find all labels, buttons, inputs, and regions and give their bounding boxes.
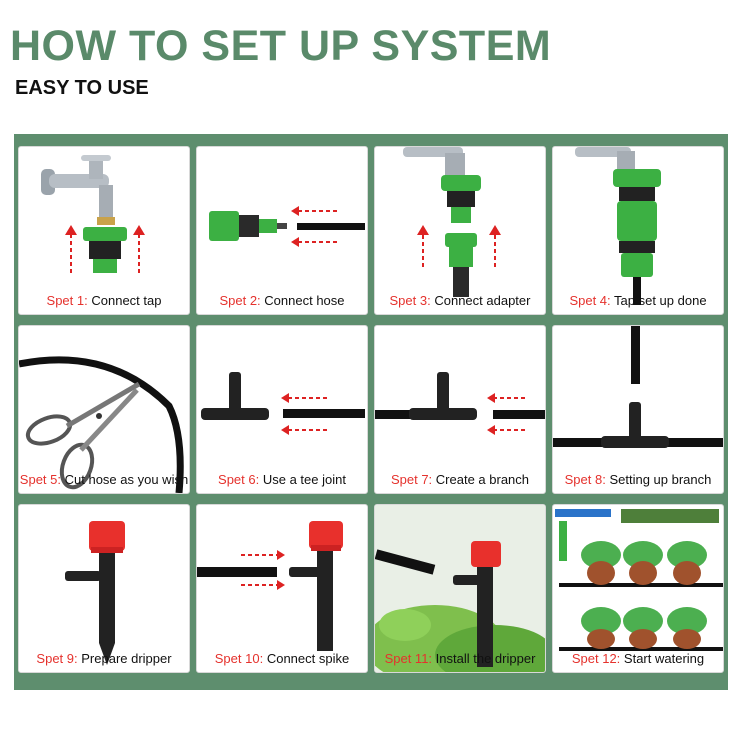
step-number: Spet 4:	[569, 293, 611, 308]
hose-connector-icon	[209, 206, 365, 247]
step-number: Spet 10:	[214, 651, 264, 666]
step-caption: Spet 4: Tap set up done	[553, 293, 723, 308]
tap-with-adapter-icon	[41, 155, 145, 273]
step-text: Tap set up done	[614, 293, 707, 308]
step-card-1: Spet 1: Connect tap	[18, 146, 190, 315]
step-number: Spet 11:	[384, 651, 433, 666]
step-number: Spet 7:	[390, 472, 433, 487]
step-number: Spet 12:	[571, 651, 621, 666]
step-text: Connect adapter	[434, 293, 531, 308]
step-number: Spet 5:	[19, 472, 61, 487]
step-text: Start watering	[623, 651, 705, 666]
spike-connect-icon	[197, 521, 343, 651]
step-caption: Spet 6: Use a tee joint	[197, 472, 367, 487]
step-card-6: Spet 6: Use a tee joint	[196, 325, 368, 494]
step-text: Setting up branch	[609, 472, 712, 487]
tee-setup-icon	[553, 326, 723, 448]
tee-joint-icon	[201, 372, 365, 435]
scissors-icon	[19, 356, 184, 493]
step-card-11: Spet 11: Install the dripper	[374, 504, 546, 673]
page-title: HOW TO SET UP SYSTEM	[10, 22, 552, 70]
step-caption: Spet 12: Start watering	[553, 651, 723, 666]
step-caption: Spet 1: Connect tap	[19, 293, 189, 308]
step-text: Connect hose	[264, 293, 345, 308]
tee-branch-icon	[375, 372, 545, 435]
step-text: Prepare dripper	[81, 651, 172, 666]
step-caption: Spet 3: Connect adapter	[375, 293, 545, 308]
assembled-tap-icon	[575, 147, 661, 305]
step-number: Spet 9:	[36, 651, 78, 666]
step-number: Spet 6:	[218, 472, 260, 487]
step-card-2: Spet 2: Connect hose	[196, 146, 368, 315]
step-text: Connect tap	[91, 293, 162, 308]
step-number: Spet 2:	[219, 293, 261, 308]
step-caption: Spet 10: Connect spike	[197, 651, 367, 666]
step-card-10: Spet 10: Connect spike	[196, 504, 368, 673]
step-number: Spet 3:	[389, 293, 431, 308]
step-text: Install the dripper	[435, 651, 536, 666]
step-caption: Spet 5: Cut hose as you wish	[19, 472, 189, 487]
step-caption: Spet 9: Prepare dripper	[19, 651, 189, 666]
step-text: Use a tee joint	[262, 472, 346, 487]
step-caption: Spet 11: Install the dripper	[375, 651, 545, 666]
step-card-4: Spet 4: Tap set up done	[552, 146, 724, 315]
step-card-5: Spet 5: Cut hose as you wish	[18, 325, 190, 494]
step-card-9: Spet 9: Prepare dripper	[18, 504, 190, 673]
step-caption: Spet 8: Setting up branch	[553, 472, 723, 487]
step-card-7: Spet 7: Create a branch	[374, 325, 546, 494]
step-card-12: Spet 12: Start watering	[552, 504, 724, 673]
steps-board: Spet 1: Connect tap Spet 2: Connect hose	[14, 134, 728, 690]
step-text: Cut hose as you wish	[64, 472, 189, 487]
step-text: Connect spike	[266, 651, 350, 666]
step-number: Spet 1:	[46, 293, 88, 308]
step-caption: Spet 7: Create a branch	[375, 472, 545, 487]
dripper-icon	[65, 521, 125, 665]
page-subtitle: EASY TO USE	[15, 77, 149, 99]
step-card-3: Spet 3: Connect adapter	[374, 146, 546, 315]
tap-adapter-icon	[403, 147, 501, 297]
potted-plants-icon	[555, 509, 723, 651]
step-card-8: Spet 8: Setting up branch	[552, 325, 724, 494]
step-number: Spet 8:	[564, 472, 606, 487]
step-text: Create a branch	[435, 472, 530, 487]
dripper-install-icon	[375, 505, 545, 672]
step-caption: Spet 2: Connect hose	[197, 293, 367, 308]
